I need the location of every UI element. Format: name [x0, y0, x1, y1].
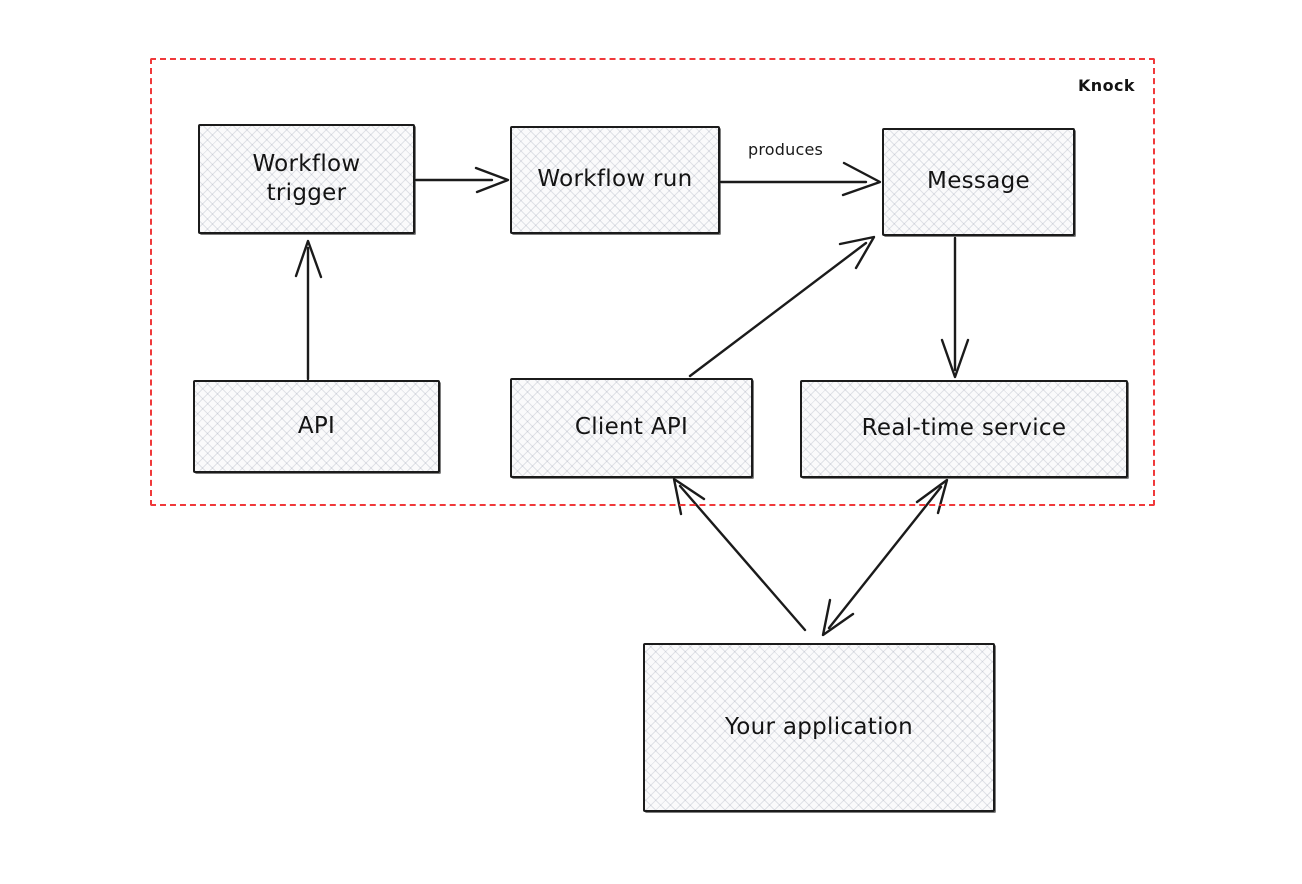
edge-message-to-realtime	[940, 236, 970, 379]
edge-api-to-trigger	[294, 239, 323, 381]
knock-boundary-label: Knock	[1078, 76, 1135, 95]
edge-realtime-and-app	[821, 478, 949, 637]
node-api[interactable]: API	[193, 380, 440, 473]
node-client-api-label: Client API	[574, 414, 689, 441]
edge-trigger-to-run	[414, 166, 510, 194]
edge-client-api-to-message	[688, 235, 876, 378]
edge-label-produces: produces	[748, 140, 824, 159]
node-workflow-run[interactable]: Workflow run	[510, 126, 720, 234]
node-message-label: Message	[927, 168, 1030, 195]
node-real-time-service-label: Real-time service	[861, 415, 1067, 442]
node-your-application[interactable]: Your application	[643, 643, 995, 812]
knock-boundary	[150, 58, 1155, 506]
node-workflow-run-label: Workflow run	[537, 166, 693, 193]
node-api-label: API	[297, 412, 336, 439]
node-workflow-trigger-label: Workflow trigger	[252, 150, 361, 206]
edge-app-to-client-api	[672, 477, 807, 632]
node-workflow-trigger[interactable]: Workflow trigger	[198, 124, 415, 234]
edge-run-to-message	[719, 161, 882, 197]
node-real-time-service[interactable]: Real-time service	[800, 380, 1128, 478]
node-message[interactable]: Message	[882, 128, 1075, 236]
node-your-application-label: Your application	[724, 713, 914, 740]
node-client-api[interactable]: Client API	[510, 378, 753, 478]
